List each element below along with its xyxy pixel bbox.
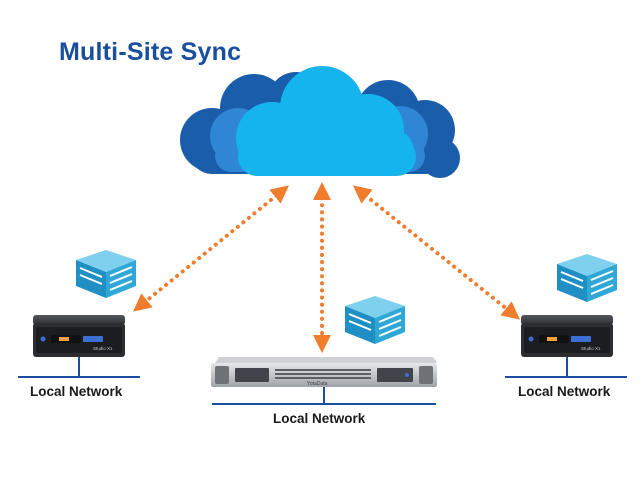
device-label: Studio X1 <box>581 346 601 351</box>
page-title: Multi-Site Sync <box>59 38 242 66</box>
rack-server: YotaData <box>211 357 437 387</box>
sync-arrows <box>133 182 521 353</box>
device-label: YotaData <box>307 381 328 387</box>
site-label-left: Local Network <box>30 384 123 399</box>
sync-arrow-right <box>352 185 521 320</box>
building-icon <box>557 254 617 302</box>
sync-arrow-left <box>133 185 289 312</box>
site-label-center: Local Network <box>273 411 366 426</box>
network-lines <box>18 357 627 405</box>
cloud-icon <box>180 66 460 178</box>
building-icon <box>345 296 405 344</box>
mini-pc-left: Studio X1 <box>33 315 125 357</box>
site-label-right: Local Network <box>518 384 611 399</box>
device-label: Studio X1 <box>93 346 113 351</box>
mini-pc-right: Studio X1 <box>521 315 613 357</box>
building-icon <box>76 250 136 298</box>
